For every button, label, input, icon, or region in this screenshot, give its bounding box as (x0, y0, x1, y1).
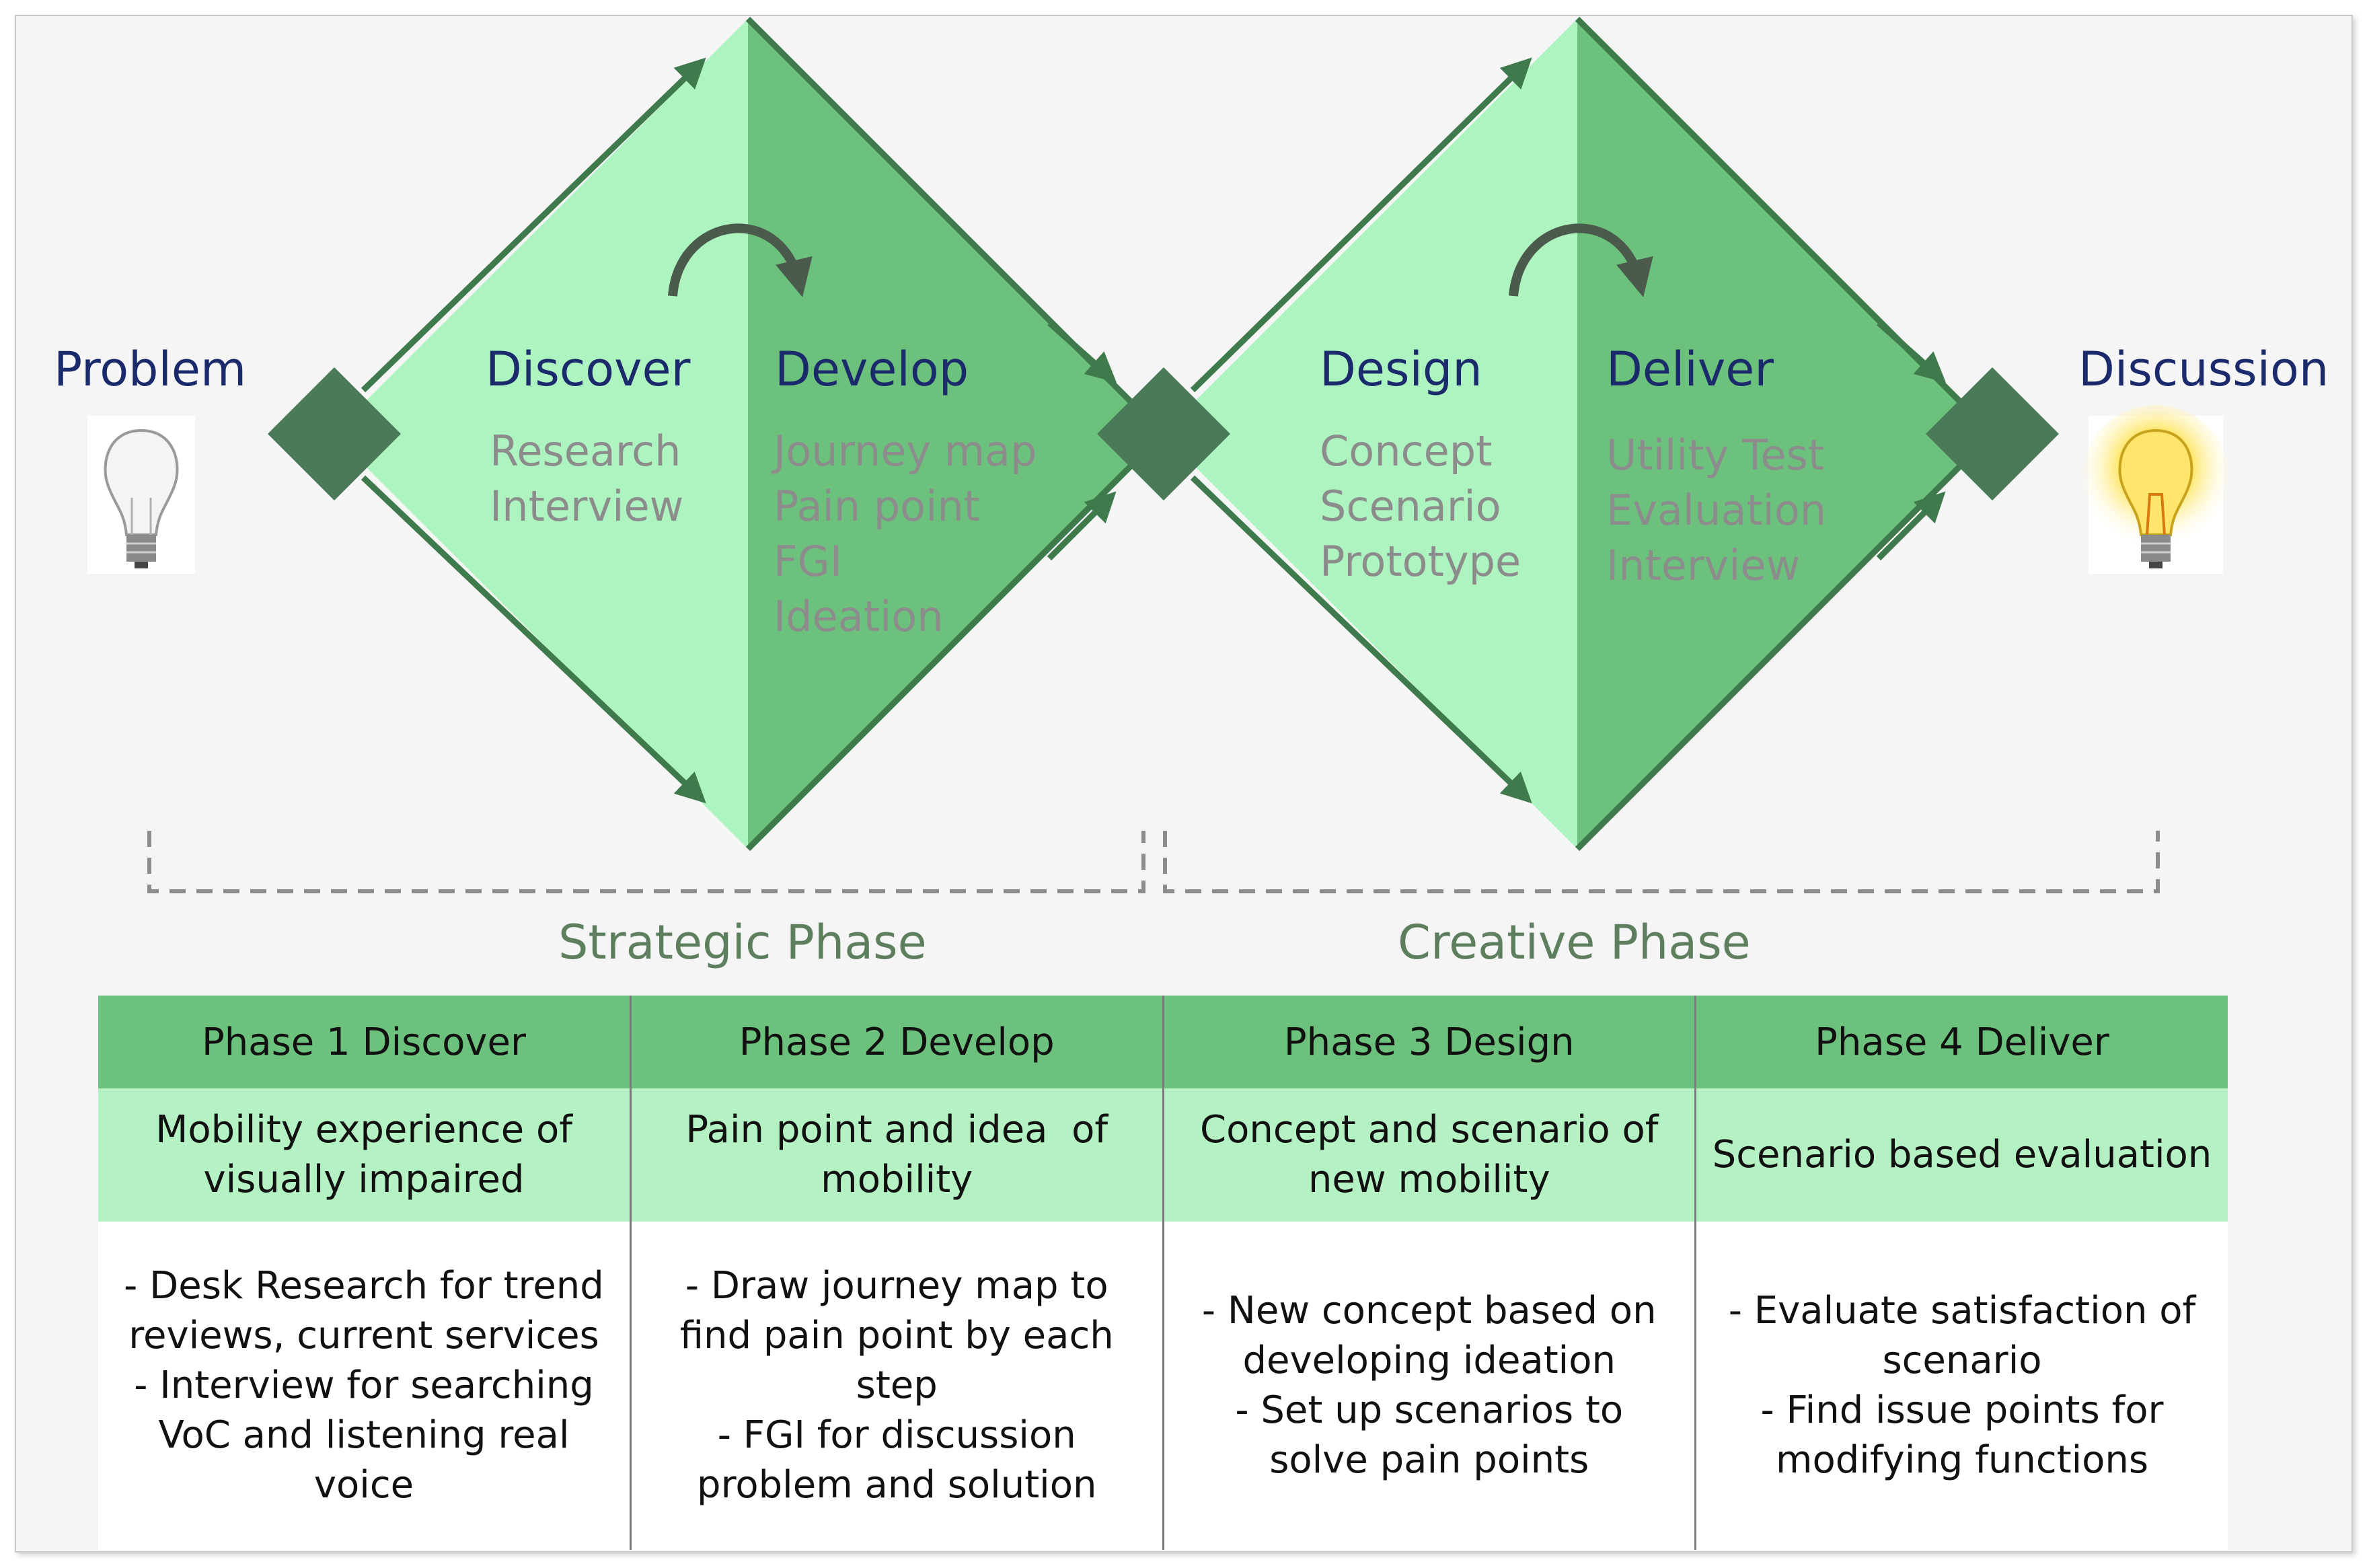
detail-line: - Evaluate satisfaction of (1728, 1289, 2196, 1333)
phase-subtitle-row: Mobility experience of visually impaired… (98, 1088, 2228, 1222)
detail-line: VoC and listening real (158, 1413, 570, 1457)
detail-line: - Desk Research for trend (124, 1264, 604, 1308)
phase-header-cell: Phase 2 Develop (630, 996, 1163, 1088)
subtitle-line: Mobility experience of (155, 1108, 572, 1152)
strategic-phase-label: Strategic Phase (558, 915, 927, 970)
middle-node (1097, 367, 1230, 500)
stage-title-design: Design (1320, 342, 1482, 397)
strategic-phase-bracket (147, 831, 1145, 893)
converge-arrow-icon (1047, 320, 1117, 383)
discussion-label: Discussion (2078, 342, 2329, 397)
creative-phase-bracket (1163, 831, 2160, 893)
discover-half (333, 19, 748, 849)
diverge-arrow-icon (361, 57, 706, 393)
phase-header-cell: Phase 4 Deliver (1694, 996, 2228, 1088)
detail-line: find pain point by each (679, 1314, 1114, 1357)
stage-items-develop: Journey map Pain point FGI Ideation (774, 424, 1037, 644)
phase-header-cell: Phase 1 Discover (98, 996, 631, 1088)
subtitle-line: Scenario based evaluation (1712, 1133, 2212, 1177)
stage-item: Interview (490, 482, 684, 531)
phase-detail-cell: - New concept based on developing ideati… (1162, 1222, 1696, 1550)
detail-line: - FGI for discussion (717, 1413, 1076, 1457)
diverge-arrow-icon (361, 475, 706, 804)
stage-item: Concept (1320, 426, 1493, 476)
phase-subtitle-cell: Concept and scenario of new mobility (1162, 1088, 1696, 1222)
stage-item: Pain point (774, 482, 980, 531)
stage-item: Scenario (1320, 482, 1501, 531)
stage-title-discover: Discover (486, 342, 691, 397)
creative-phase-label: Creative Phase (1398, 915, 1751, 970)
detail-line: developing ideation (1242, 1339, 1616, 1382)
subtitle-line: Concept and scenario of (1200, 1108, 1659, 1152)
detail-line: voice (313, 1463, 414, 1507)
subtitle-line: mobility (821, 1158, 973, 1201)
diamond-design-deliver (1162, 16, 1995, 852)
detail-line: problem and solution (697, 1463, 1097, 1507)
stage-item: Interview (1606, 541, 1801, 590)
curved-arrow-icon (668, 223, 813, 297)
phase-detail-cell: - Evaluate satisfaction of scenario - Fi… (1694, 1222, 2228, 1550)
converge-arrow-icon (1876, 491, 1946, 561)
stage-item: Utility Test (1606, 431, 1825, 480)
lightbulb-on-icon (2082, 405, 2230, 574)
phase-detail-cell: - Desk Research for trend reviews, curre… (98, 1222, 631, 1550)
converge-arrow-icon (1877, 320, 1947, 383)
detail-line: - Draw journey map to (685, 1264, 1108, 1308)
diverge-arrow-icon (1190, 475, 1532, 804)
detail-line: solve pain points (1269, 1438, 1589, 1482)
phase-header-cell: Phase 3 Design (1162, 996, 1696, 1088)
stage-title-deliver: Deliver (1606, 342, 1774, 397)
phase-subtitle-cell: Mobility experience of visually impaired (98, 1088, 631, 1222)
subtitle-line: new mobility (1308, 1158, 1550, 1201)
phase-subtitle-cell: Scenario based evaluation (1694, 1088, 2228, 1222)
phase-detail-row: - Desk Research for trend reviews, curre… (98, 1222, 2228, 1550)
phase-table: Phase 1 Discover Phase 2 Develop Phase 3… (98, 996, 2228, 1550)
detail-line: step (856, 1364, 938, 1407)
phase-subtitle-cell: Pain point and idea of mobility (630, 1088, 1163, 1222)
subtitle-line: visually impaired (203, 1158, 525, 1201)
phase-detail-cell: - Draw journey map to find pain point by… (630, 1222, 1163, 1550)
detail-line: - New concept based on (1201, 1289, 1657, 1333)
converge-arrow-icon (1047, 491, 1117, 561)
subtitle-line: Pain point and idea of (685, 1108, 1108, 1152)
stage-item: Research (490, 426, 681, 476)
stage-items-design: Concept Scenario Prototype (1320, 424, 1521, 589)
stage-items-discover: Research Interview (490, 424, 683, 534)
design-half (1162, 19, 1577, 849)
stage-item: FGI (774, 537, 842, 586)
develop-half (748, 19, 1163, 849)
deliver-half (1577, 19, 1992, 849)
detail-line: - Find issue points for (1760, 1388, 2164, 1432)
detail-line: reviews, current services (128, 1314, 599, 1357)
stage-title-develop: Develop (775, 342, 969, 397)
lightbulb-off-icon (87, 416, 195, 574)
curved-arrow-icon (1509, 223, 1653, 297)
stage-item: Journey map (774, 426, 1037, 476)
diverge-arrow-icon (1190, 57, 1532, 393)
diamond-discover-develop (333, 16, 1166, 852)
detail-line: modifying functions (1775, 1438, 2149, 1482)
stage-item: Ideation (774, 592, 944, 641)
stage-item: Evaluation (1606, 486, 1827, 535)
stage-item: Prototype (1320, 537, 1521, 586)
problem-label: Problem (54, 342, 247, 397)
detail-line: scenario (1882, 1339, 2042, 1382)
phase-header-row: Phase 1 Discover Phase 2 Develop Phase 3… (98, 996, 2228, 1088)
detail-line: - Interview for searching (134, 1364, 594, 1407)
detail-line: - Set up scenarios to (1235, 1388, 1624, 1432)
stage-items-deliver: Utility Test Evaluation Interview (1606, 428, 1826, 593)
